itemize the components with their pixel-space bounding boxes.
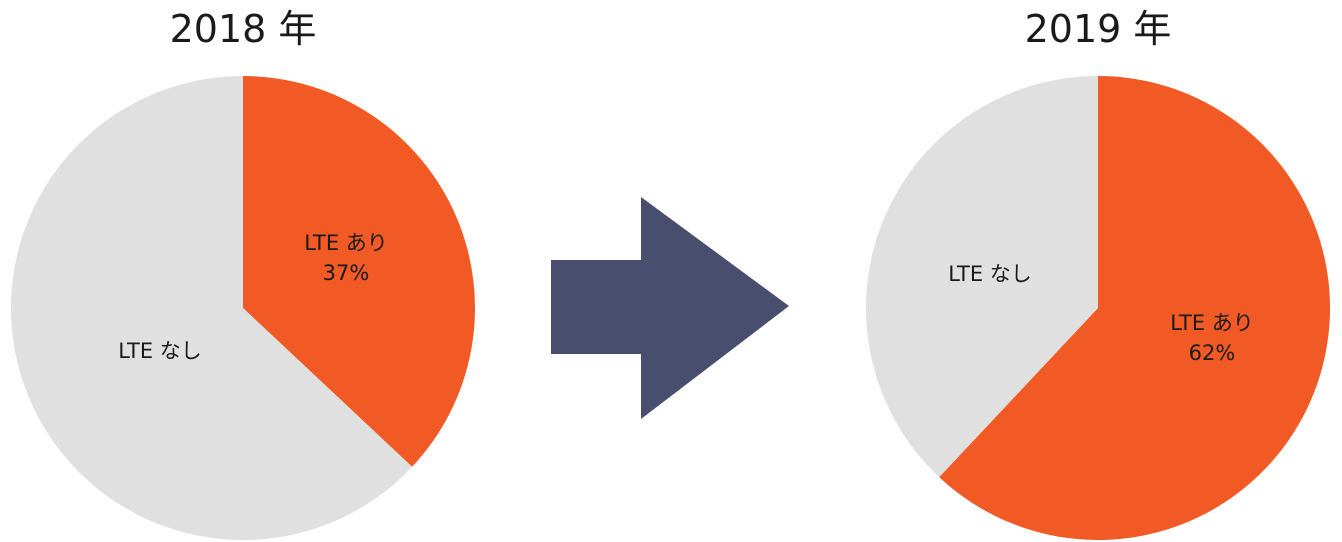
pie-slice-2018-lte-yes: [243, 76, 475, 467]
chart-title-2018: 2018 年: [170, 7, 317, 51]
slice-value-label-2018-lte-yes: 37%: [323, 261, 370, 285]
slice-label-2018-lte-yes: LTE あり: [304, 231, 388, 255]
pie-slice-2019-lte-no: [866, 76, 1098, 478]
pie-chart-2018: 2018 年 LTE あり 37% LTE なし: [10, 7, 475, 540]
pie-slice-2019-lte-yes: [939, 76, 1331, 540]
slice-label-2019-lte-yes: LTE あり: [1170, 311, 1254, 335]
pie-chart-2019: 2019 年 LTE あり 62% LTE なし: [866, 7, 1331, 540]
slice-value-label-2019-lte-yes: 62%: [1189, 341, 1236, 365]
chart-title-2019: 2019 年: [1025, 7, 1172, 51]
pie-slice-2018-lte-no: [10, 76, 413, 540]
right-arrow-icon: [551, 197, 789, 419]
slice-label-2018-lte-no: LTE なし: [118, 339, 202, 363]
slice-label-2019-lte-no: LTE なし: [948, 262, 1032, 286]
